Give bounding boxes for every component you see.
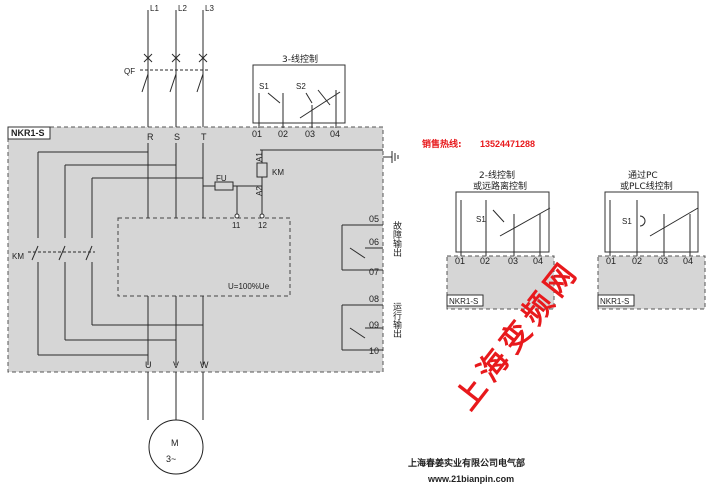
three-wire-s2: S2 [296,82,306,91]
voltage-note: U=100%Ue [228,282,270,291]
supply-lines [147,10,204,127]
company-name: 上海春姜实业有限公司电气部 [408,457,525,469]
two-wire-title-1: 2-线控制 [479,169,515,181]
km-label-left: KM [12,252,24,261]
pc-frame [604,191,699,253]
two-wire-terminal: 01 [455,256,465,266]
pc-terminal: 02 [632,256,642,266]
supply-l2: L2 [178,4,187,13]
pc-device-label: NKR1-S [600,297,629,306]
ctrl-terminal-labels: 01 02 03 04 [252,129,340,139]
breaker-label: QF [124,67,135,76]
terminal-u: U [145,360,152,370]
motor-feed [147,372,204,420]
terminal-t: T [201,132,207,142]
supply-l3: L3 [205,4,214,13]
terminal-11-dot [234,213,240,219]
two-wire-title-2: 或远路离控制 [473,180,527,192]
pc-title-1: 通过PC [628,169,658,181]
ctrl-terminal: 03 [305,129,315,139]
controller-box [117,217,291,297]
fault-terminal-05: 05 [369,214,379,224]
two-wire-device-label-box [446,294,484,307]
website: www.21bianpin.com [427,474,514,484]
run-terminal-08: 08 [369,294,379,304]
two-wire-frame [455,191,550,253]
run-terminal-10: 10 [369,346,379,356]
two-wire-contacts [460,200,551,256]
hotline-label: 销售热线: [422,138,462,150]
coil-a2: A2 [255,186,264,196]
pc-s1: S1 [622,217,632,226]
two-wire-terminal: 02 [480,256,490,266]
two-wire-terminal: 04 [533,256,543,266]
aux-terminal-12: 12 [258,221,267,230]
fault-output-label: 故障输出 [391,220,402,258]
three-wire-title: 3-线控制 [282,53,318,65]
pc-device-label-box [597,294,635,307]
two-wire-terminal: 03 [508,256,518,266]
pc-terminal: 01 [606,256,616,266]
run-output-label: 运行输出 [391,302,402,339]
ctrl-terminal: 04 [330,129,340,139]
terminal-s: S [174,132,180,142]
ctrl-terminal: 01 [252,129,262,139]
terminal-12-dot [259,213,265,219]
motor-label-m: M [171,438,179,448]
aux-terminal-11: 11 [232,221,241,230]
two-wire-s1: S1 [476,215,486,224]
breaker-qf [140,53,210,93]
pc-title-2: 或PLC线控制 [620,180,673,192]
ctrl-terminal: 02 [278,129,288,139]
motor-label-3: 3~ [166,454,176,464]
terminal-v: V [173,360,179,370]
fuse-label: FU [216,174,227,183]
fault-terminal-07: 07 [369,267,379,277]
internal-wiring [28,143,383,365]
pc-terminal: 04 [683,256,693,266]
two-wire-device-label: NKR1-S [449,297,478,306]
terminal-w: W [200,360,209,370]
motor-icon [148,419,204,475]
terminal-r: R [147,132,154,142]
output-contacts [341,224,383,351]
ground-icon [383,151,399,163]
pc-terminal: 03 [658,256,668,266]
main-device-box [7,126,384,373]
coil-km-label: KM [272,168,284,177]
main-device-label-box [7,126,51,140]
main-device-name: NKR1-S [11,128,45,138]
run-terminal-09: 09 [369,320,379,330]
coil-a1: A1 [255,152,264,162]
fault-terminal-06: 06 [369,237,379,247]
three-wire-contacts [258,89,341,128]
hotline-phone: 13524471288 [480,139,535,149]
supply-l1: L1 [150,4,159,13]
three-wire-s1: S1 [259,82,269,91]
three-wire-box [252,64,346,124]
pc-contacts [609,200,699,256]
